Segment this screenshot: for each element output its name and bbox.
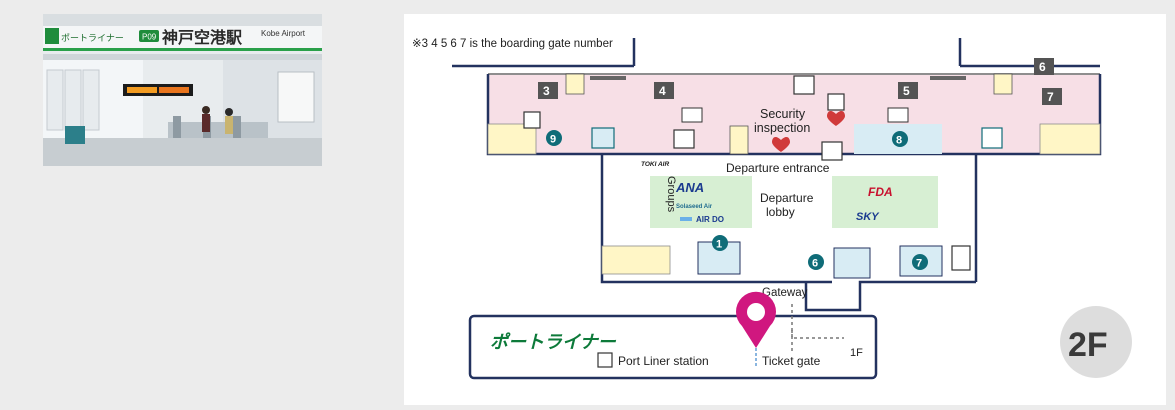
wifi-icon	[591, 127, 615, 149]
svg-text:3: 3	[543, 84, 550, 98]
outlet-icon-right	[887, 107, 909, 123]
lower-floor-label: 1F	[850, 347, 863, 359]
gate-4: 4	[654, 82, 674, 99]
svg-text:7: 7	[1047, 90, 1054, 104]
sign-station-name: 神戸空港駅	[162, 28, 243, 47]
skymark-label: SKY	[856, 211, 880, 223]
svg-text:7: 7	[916, 258, 922, 270]
gateway-label: Gateway	[762, 287, 808, 299]
floor-badge	[1060, 306, 1132, 378]
current-location-pin	[736, 291, 776, 348]
svg-text:5: 5	[903, 84, 910, 98]
counter-6	[808, 254, 824, 270]
counter-9	[546, 130, 562, 146]
gate-7: 7	[1042, 88, 1062, 105]
svg-text:9: 9	[550, 134, 556, 146]
baggage-icon	[673, 129, 695, 149]
security-label: Security	[760, 107, 806, 121]
train-icon	[597, 352, 613, 368]
station-photo: ポートライナー P09 神戸空港駅 Kobe Airport	[43, 14, 322, 166]
counter-1	[712, 235, 728, 251]
departure-entrance-label: Departure entrance	[726, 161, 830, 175]
outlet-icon	[681, 107, 703, 123]
escalator-icon	[821, 141, 843, 161]
airdo-label: AIR DO	[696, 215, 724, 224]
solaseed-label: Solaseed Air	[676, 204, 713, 210]
gate-3: 3	[538, 82, 558, 99]
port-liner-station-label: Port Liner station	[618, 354, 709, 368]
gate-6: 6	[1034, 58, 1054, 75]
phone-icon	[827, 93, 845, 111]
toki-air-label: TOKI AIR	[641, 161, 669, 168]
aed-icon	[827, 110, 845, 126]
floor-map-panel: ※3 4 5 6 7 is the boarding gate number 3…	[404, 14, 1166, 405]
locker-icon	[951, 245, 971, 271]
inspection-label: inspection	[754, 121, 810, 135]
info-icon	[793, 75, 815, 95]
sign-station-code: P09	[142, 33, 157, 42]
port-liner-station-box	[468, 314, 878, 380]
station-photo-illustration: ポートライナー P09 神戸空港駅 Kobe Airport	[43, 14, 322, 166]
departure-lobby-label-2: lobby	[766, 205, 795, 219]
gate-5: 5	[898, 82, 918, 99]
svg-text:6: 6	[1039, 60, 1046, 74]
nursing-icon	[523, 111, 541, 129]
sign-station-name-en: Kobe Airport	[261, 29, 306, 38]
ticket-gate-label: Ticket gate	[762, 354, 821, 368]
gate-number-note: ※3 4 5 6 7 is the boarding gate number	[412, 38, 613, 50]
port-liner-logo: ポートライナー	[490, 332, 617, 352]
svg-text:1: 1	[716, 239, 722, 251]
restroom-left	[487, 123, 537, 155]
counter-8	[892, 131, 908, 147]
floor-label: 2F	[1068, 326, 1108, 364]
fda-skymark-counter	[832, 176, 938, 228]
counter-7	[912, 254, 928, 270]
sign-line-name: ポートライナー	[61, 33, 124, 43]
departure-lobby-label-1: Departure	[760, 191, 814, 205]
fda-label: FDA	[868, 185, 893, 199]
floor-map: ※3 4 5 6 7 is the boarding gate number 3…	[412, 38, 1132, 380]
lounge-icon	[981, 127, 1003, 149]
svg-text:6: 6	[812, 258, 818, 270]
gate-3-restroom	[565, 73, 585, 95]
svg-text:8: 8	[896, 135, 902, 147]
ana-label: ANA	[675, 180, 704, 195]
groups-label: Groups	[665, 176, 677, 213]
restroom-right	[1039, 123, 1101, 155]
svg-text:4: 4	[659, 84, 666, 98]
